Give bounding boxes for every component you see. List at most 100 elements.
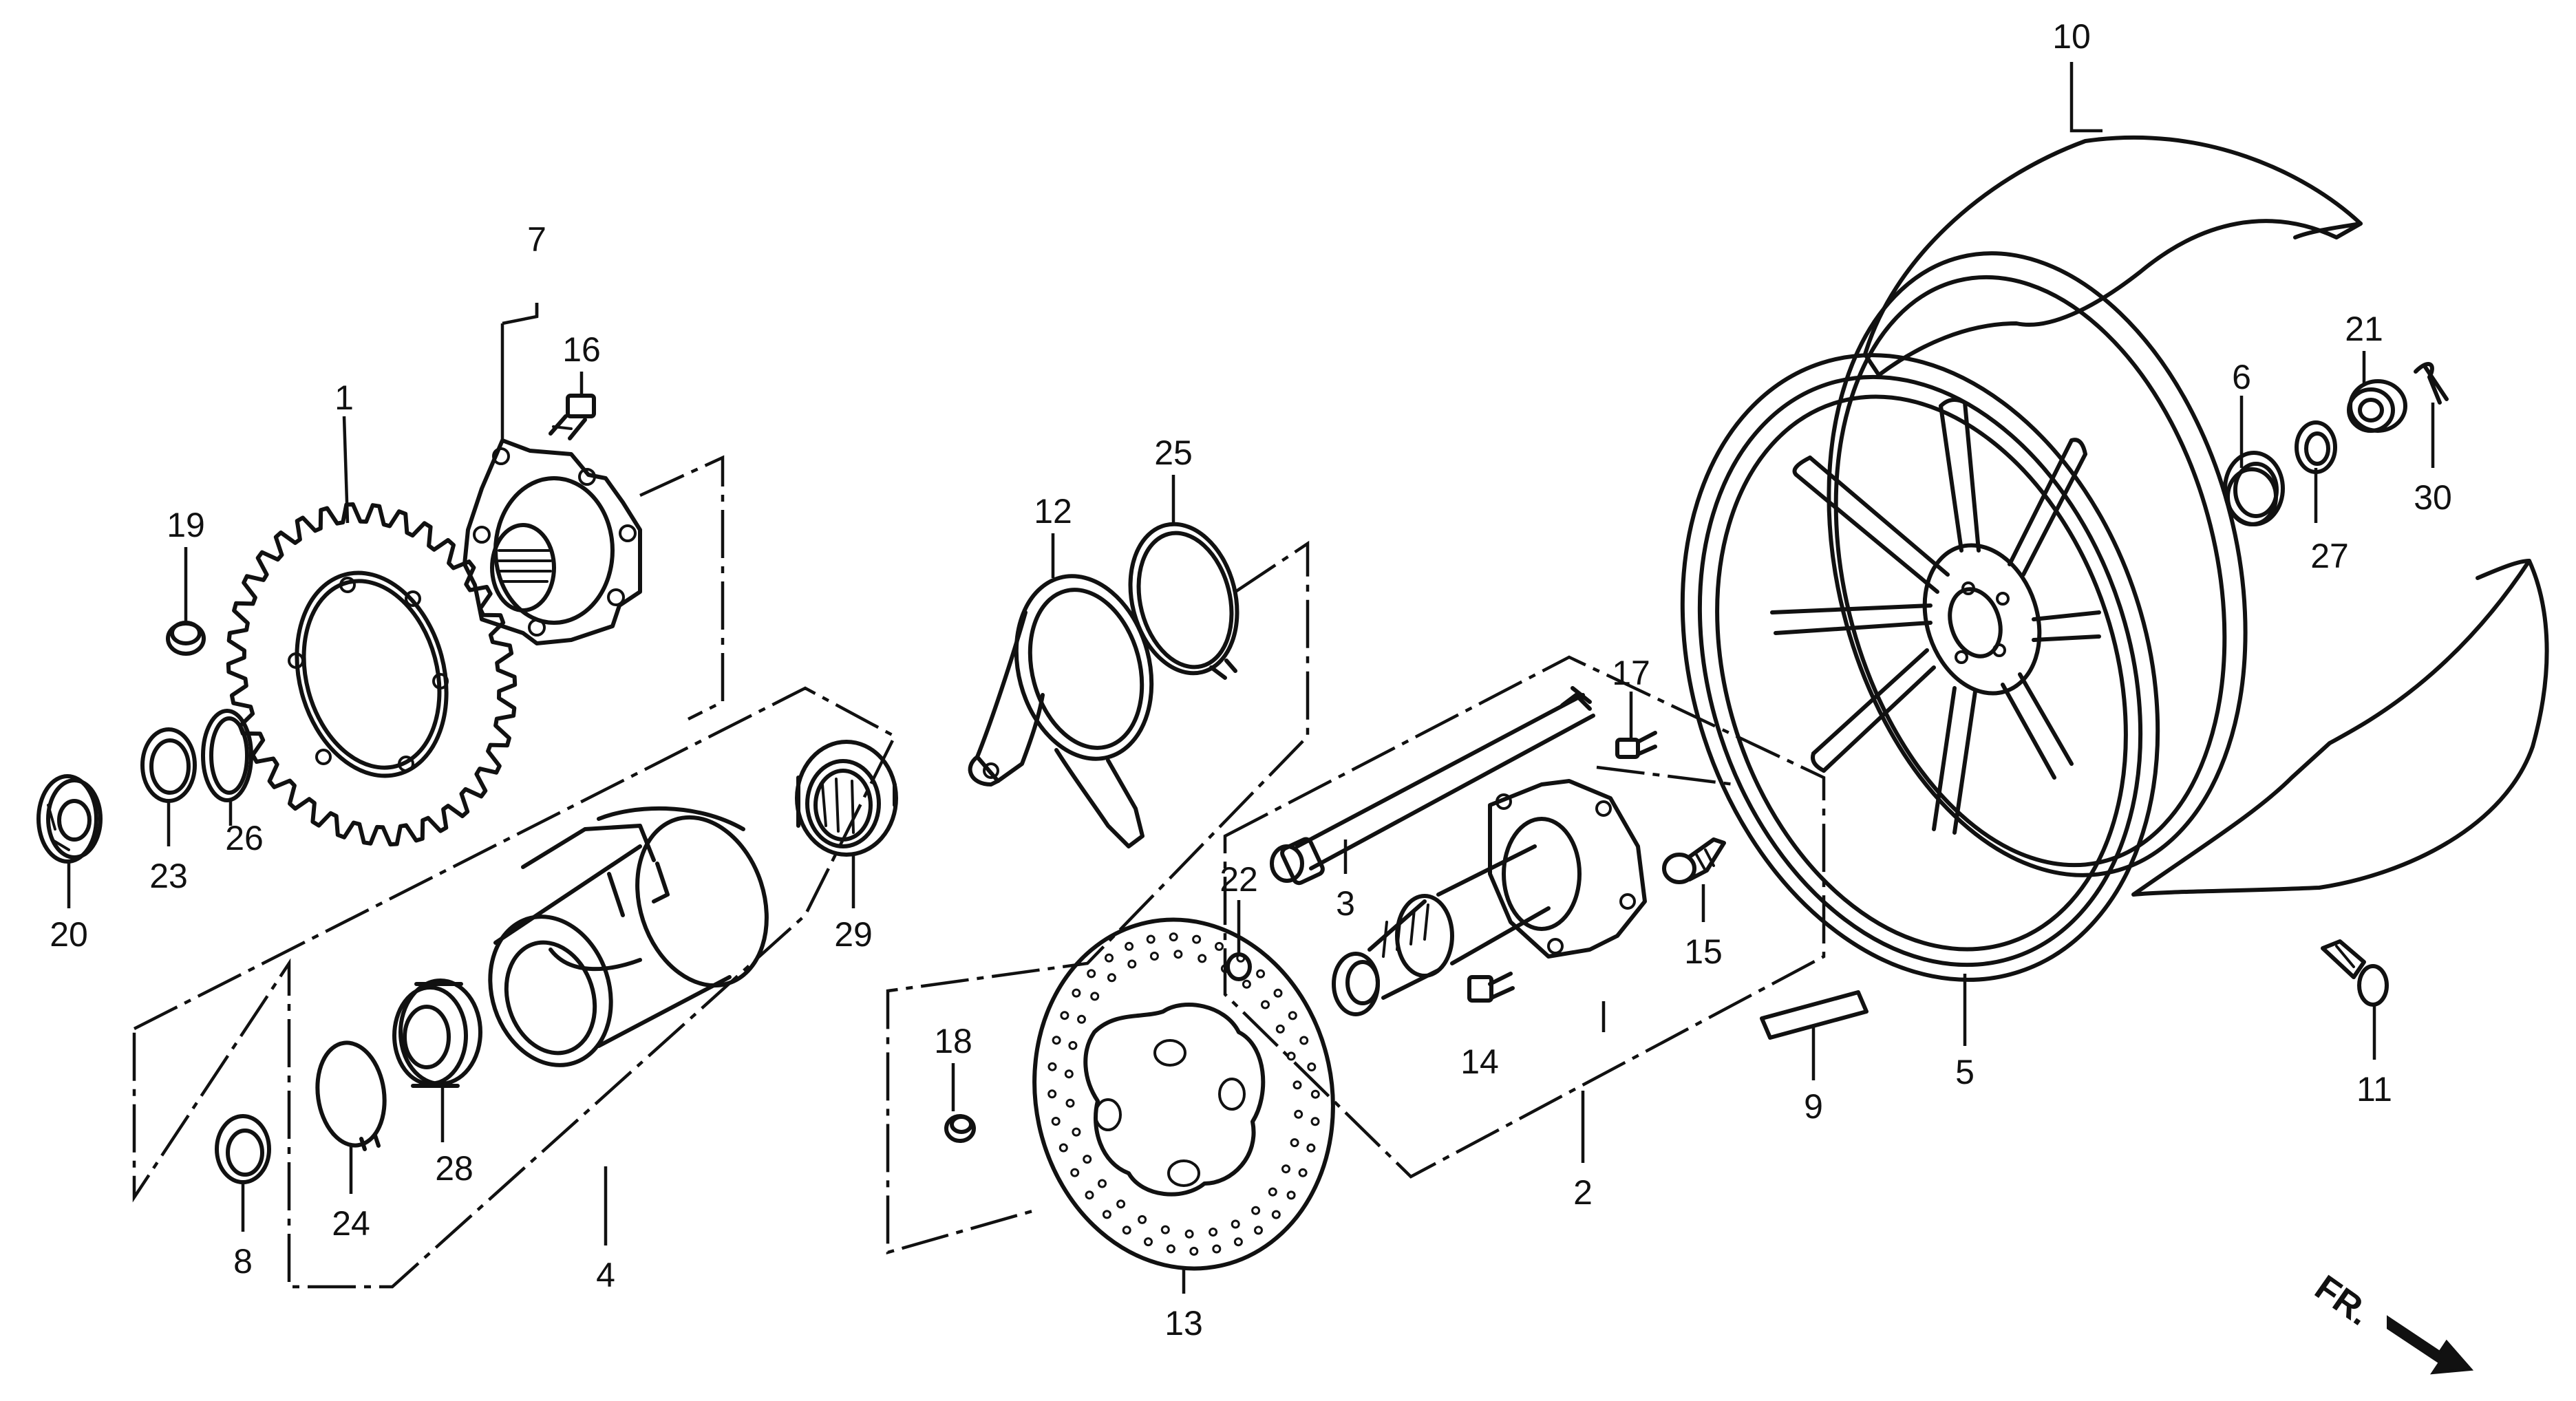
brake-disc — [1032, 917, 1335, 1271]
disc-hole — [1122, 1226, 1131, 1235]
disc-hole — [1077, 1014, 1086, 1024]
disc-hole — [1047, 1062, 1057, 1071]
disc-hole — [1189, 1246, 1199, 1256]
balance-weight — [1760, 990, 1869, 1040]
disc-hole — [1144, 1237, 1153, 1247]
disc-hole — [1125, 941, 1134, 951]
bolt-14 — [1467, 972, 1515, 1003]
callout-5: 5 — [1955, 1053, 1974, 1091]
disc-hole — [1070, 1168, 1080, 1177]
tire — [1863, 135, 2549, 897]
callout-9: 9 — [1804, 1087, 1823, 1126]
flange-bolt — [549, 394, 596, 440]
disc-hole — [1273, 988, 1283, 998]
disc-hole — [1060, 1011, 1069, 1020]
front-label: FR. — [2308, 1268, 2378, 1334]
callout-28: 28 — [435, 1149, 473, 1188]
disc-hole — [1184, 1229, 1194, 1239]
disc-hole — [1169, 932, 1178, 942]
disc-hole — [1307, 1062, 1317, 1071]
disc-hole — [1107, 973, 1116, 983]
sprocket-flange — [462, 438, 642, 645]
front-direction-indicator: FR. — [2308, 1268, 2474, 1375]
disc-hole — [1288, 1011, 1297, 1020]
callout-18: 18 — [934, 1022, 972, 1060]
callout-21: 21 — [2345, 310, 2383, 348]
disc-hole — [1087, 969, 1096, 978]
disc-hole — [1192, 934, 1202, 944]
assembly-outlines — [132, 455, 1826, 1289]
final-driven-flange — [488, 806, 769, 1067]
callout-16: 16 — [562, 330, 601, 369]
disc-hole — [1310, 1089, 1320, 1099]
callout-2: 2 — [1573, 1173, 1593, 1212]
wheel-spokes — [1770, 398, 2101, 835]
disc-hole — [1212, 1244, 1222, 1254]
disc-hole — [1292, 1080, 1302, 1090]
disc-hole — [1290, 1138, 1299, 1148]
ball-bearing — [392, 978, 482, 1088]
wheel — [1680, 251, 2248, 982]
disc-hole — [1083, 1155, 1092, 1164]
driven-sprocket — [226, 502, 518, 847]
callout-13: 13 — [1164, 1304, 1203, 1343]
callout-19: 19 — [167, 506, 205, 544]
axle-shaft — [1270, 686, 1595, 886]
disc-hole — [1242, 979, 1251, 989]
disc-hole — [1306, 1143, 1316, 1153]
callout-29: 29 — [834, 915, 873, 954]
disc-hole — [1149, 952, 1159, 961]
callout-6: 6 — [2232, 358, 2251, 396]
callout-4: 4 — [596, 1256, 615, 1294]
disc-hole — [1281, 1164, 1290, 1174]
disc-hole — [1051, 1117, 1061, 1126]
o-ring — [201, 709, 253, 802]
disc-hole — [1233, 1237, 1243, 1247]
disc-hole — [1127, 959, 1137, 969]
callout-8: 8 — [233, 1242, 253, 1281]
sprocket-nut — [166, 621, 206, 656]
callout-15: 15 — [1684, 932, 1723, 971]
callout-numbers: 1 2 3 4 5 6 7 8 9 10 11 12 13 14 15 16 1… — [50, 17, 2452, 1343]
needle-bearing — [795, 740, 898, 857]
disc-hole — [1072, 1127, 1081, 1137]
disc-hole — [1160, 1225, 1170, 1234]
disc-hole — [1072, 988, 1081, 998]
disc-hole — [1261, 1000, 1270, 1009]
brake-stopper-arm — [968, 574, 1154, 848]
disc-hole — [1231, 1219, 1240, 1229]
callout-26: 26 — [225, 819, 264, 857]
collar — [140, 727, 197, 803]
washer-27 — [2295, 420, 2337, 474]
callout-1: 1 — [334, 378, 354, 417]
callout-27: 27 — [2310, 537, 2349, 575]
disc-nut-22 — [1226, 952, 1252, 981]
disc-nut-18 — [944, 1114, 976, 1143]
callout-7: 7 — [527, 220, 546, 259]
disc-hole — [1299, 1036, 1309, 1045]
bearing-6 — [2223, 451, 2285, 526]
callout-24: 24 — [332, 1204, 370, 1243]
axle-nut — [36, 774, 103, 864]
disc-hole — [1052, 1036, 1061, 1045]
front-arrow-icon — [2387, 1315, 2474, 1375]
callout-3: 3 — [1336, 884, 1355, 923]
disc-hole — [1058, 1143, 1068, 1153]
disc-hole — [1064, 1069, 1074, 1079]
circlip-25 — [1128, 522, 1239, 680]
callout-10: 10 — [2052, 17, 2091, 56]
bolt-17 — [1615, 731, 1657, 759]
disc-hole — [1271, 1210, 1281, 1219]
disc-hole — [1209, 1228, 1218, 1237]
axle-hub — [1332, 779, 1647, 1016]
callout-14: 14 — [1460, 1042, 1499, 1081]
disc-hole — [1254, 1226, 1263, 1235]
disc-hole — [1098, 1179, 1107, 1188]
disc-hole — [1138, 1215, 1147, 1224]
disc-hole — [1275, 1024, 1285, 1034]
callout-22: 22 — [1220, 860, 1258, 899]
disc-hole — [1105, 953, 1114, 963]
disc-hole — [1256, 969, 1266, 978]
callout-30: 30 — [2414, 478, 2452, 517]
